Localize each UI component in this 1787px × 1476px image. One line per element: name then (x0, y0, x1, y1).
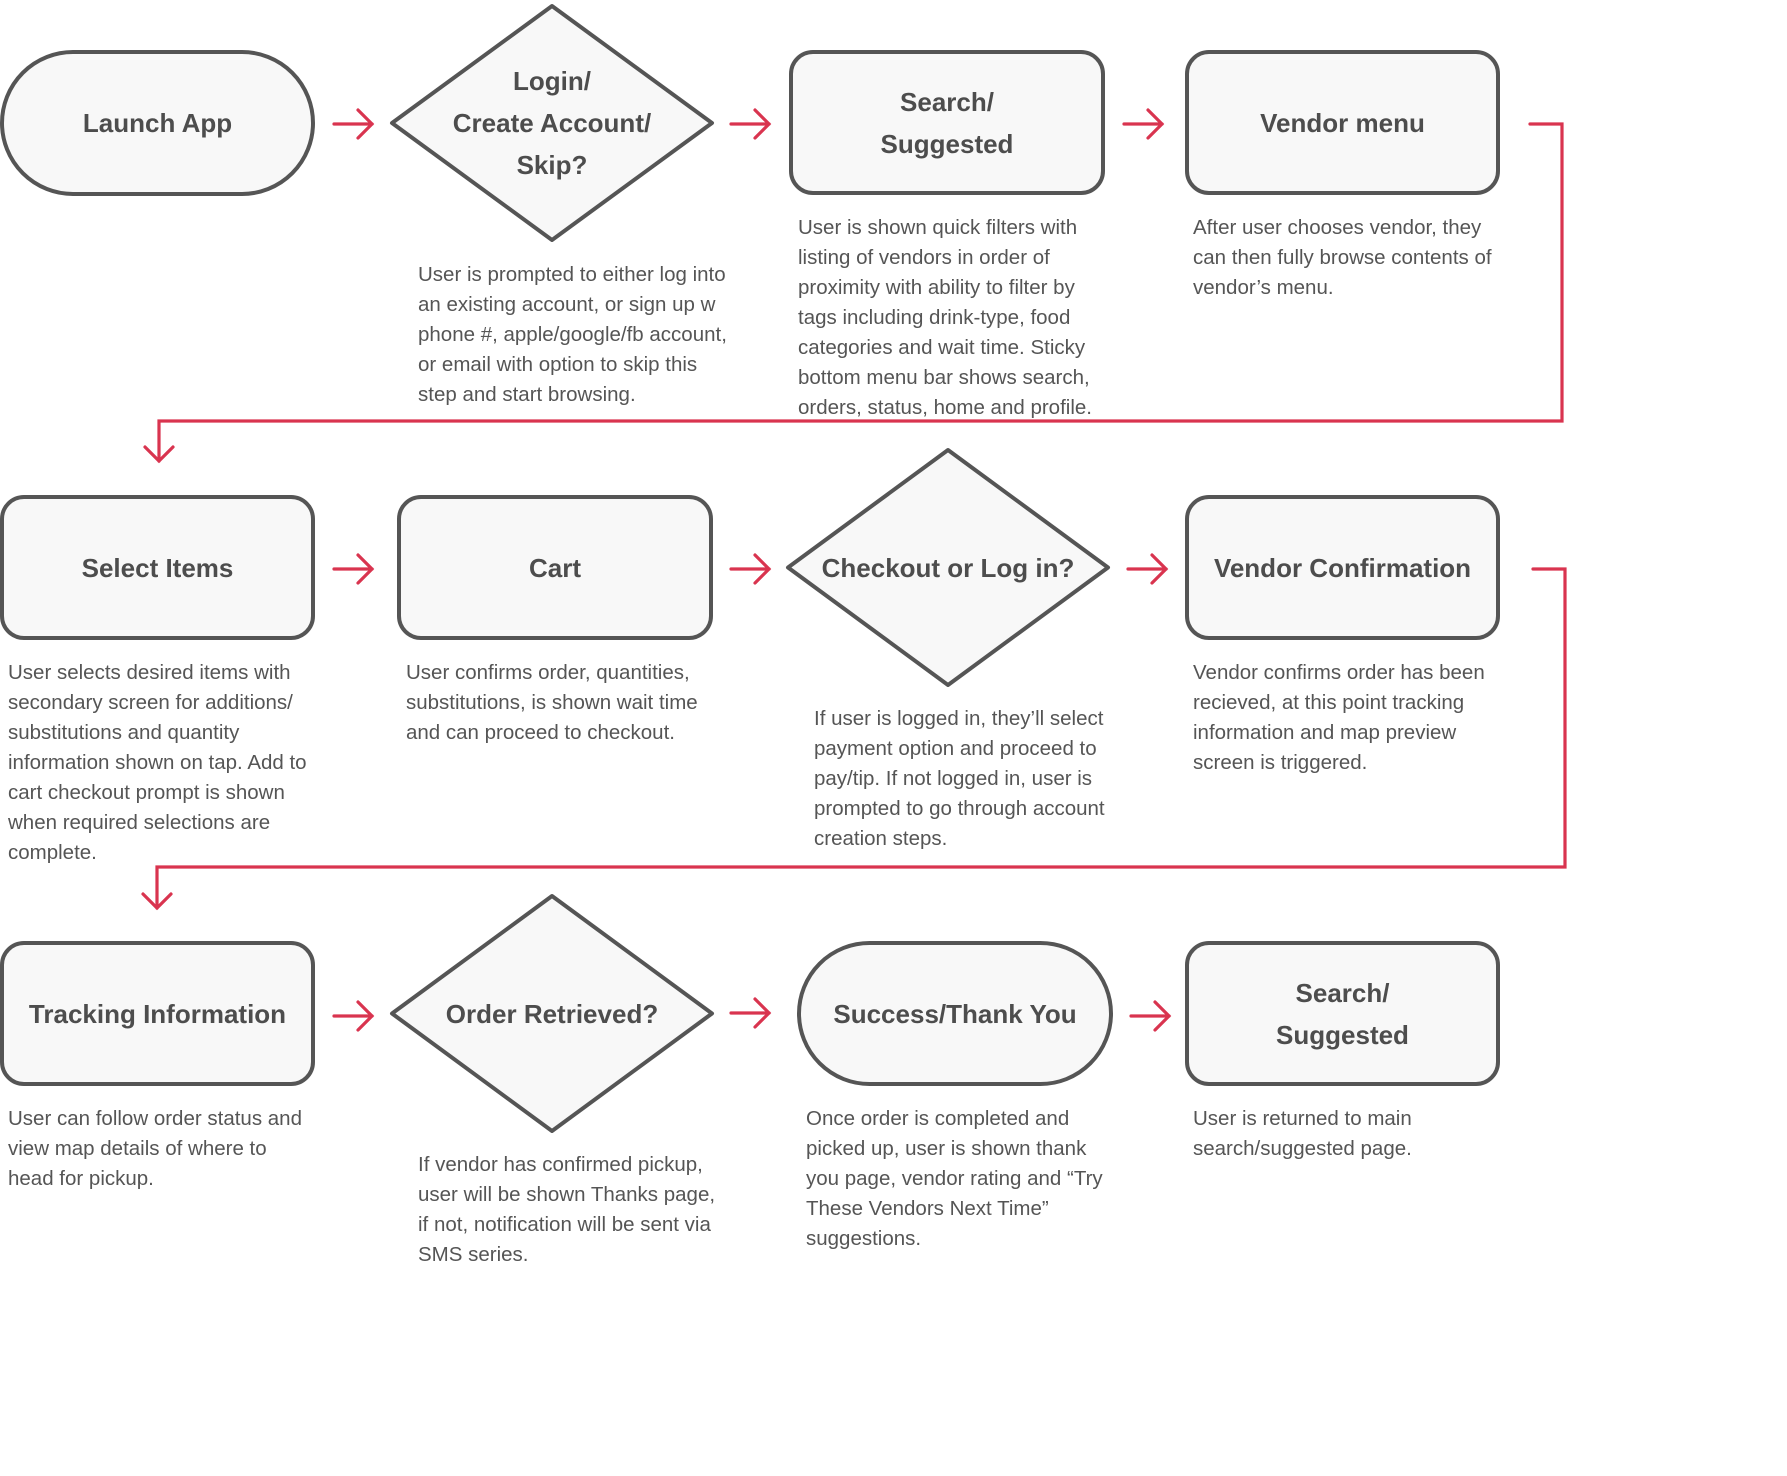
edge-vendor-menu-to-select-items (143, 122, 1564, 464)
search-suggested-process-shape (789, 50, 1105, 195)
login-description: User is prompted to either log into an e… (418, 263, 727, 406)
select-items-description: User selects desired items with secondar… (8, 661, 307, 864)
arrow-head-icon (141, 892, 173, 911)
login-decision-shape (390, 4, 714, 242)
edge-login-to-search-suggested (729, 108, 772, 140)
arrow-head-icon (753, 553, 772, 585)
arrow-head-icon (356, 1000, 375, 1032)
arrow-head-icon (356, 553, 375, 585)
select-items-process-shape (0, 495, 315, 640)
edge-select-items-to-cart (332, 553, 375, 585)
launch-app-terminal-shape (0, 50, 315, 196)
edge-vendor-confirmation-to-tracking-information (141, 567, 1567, 911)
edge-tracking-information-to-order-retrieved (332, 1000, 375, 1032)
arrow-head-icon (753, 997, 772, 1029)
search-suggested-return-description: User is returned to main search/suggeste… (1193, 1107, 1412, 1160)
success-thank-you-terminal-shape (797, 941, 1113, 1086)
node-shapes (0, 4, 1500, 1133)
arrow-head-icon (1153, 1000, 1172, 1032)
arrow-head-icon (1146, 108, 1165, 140)
success-thank-you-description: Once order is completed and picked up, u… (806, 1107, 1103, 1250)
edge-success-thank-you-to-search-suggested-return (1129, 1000, 1172, 1032)
search-suggested-description: User is shown quick filters with listing… (798, 216, 1092, 419)
order-retrieved-decision-shape (390, 894, 714, 1133)
vendor-menu-process-shape (1185, 50, 1500, 195)
edge-checkout-login-to-vendor-confirmation (1126, 553, 1169, 585)
edge-order-retrieved-to-success-thank-you (729, 997, 772, 1029)
arrow-head-icon (356, 108, 375, 140)
cart-description: User confirms order, quantities, substit… (406, 661, 698, 744)
arrow-line (157, 122, 1564, 463)
checkout-login-description: If user is logged in, they’ll select pay… (814, 707, 1105, 850)
connectors (141, 108, 1567, 1032)
checkout-login-decision-shape (786, 448, 1110, 687)
cart-process-shape (397, 495, 713, 640)
edge-cart-to-checkout-login (729, 553, 772, 585)
search-suggested-return-process-shape (1185, 941, 1500, 1086)
arrow-head-icon (753, 108, 772, 140)
edge-search-suggested-to-vendor-menu (1122, 108, 1165, 140)
vendor-confirmation-description: Vendor confirms order has been recieved,… (1193, 661, 1485, 774)
arrow-head-icon (1150, 553, 1169, 585)
edge-launch-app-to-login (332, 108, 375, 140)
arrow-line (155, 567, 1567, 910)
tracking-information-process-shape (0, 941, 315, 1086)
tracking-information-description: User can follow order status and view ma… (8, 1107, 302, 1190)
arrow-head-icon (143, 445, 175, 464)
vendor-confirmation-process-shape (1185, 495, 1500, 640)
order-retrieved-description: If vendor has confirmed pickup, user wil… (418, 1153, 716, 1266)
vendor-menu-description: After user chooses vendor, they can then… (1193, 216, 1492, 299)
